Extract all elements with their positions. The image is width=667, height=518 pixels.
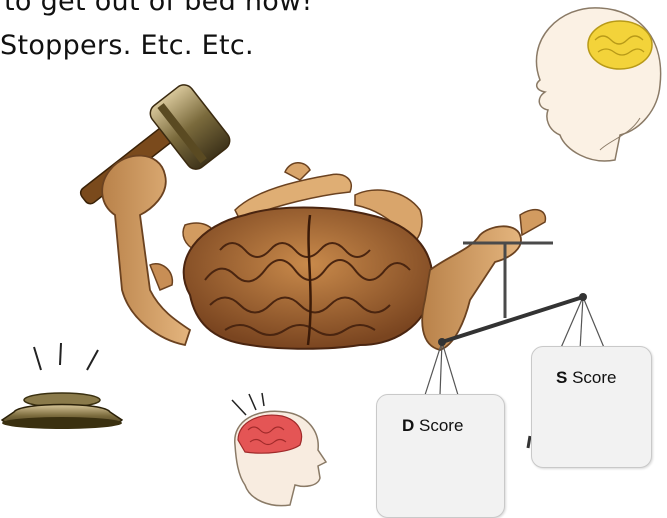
s-score-box [531,346,652,468]
s-score-label: S Score [556,368,617,388]
head-profile-yellow-brain-icon [536,8,660,161]
buzzer-bell-icon [2,343,122,429]
d-score-box [376,394,505,518]
brain-icon [184,208,433,349]
d-score-label: D Score [402,416,463,436]
head-red-brain-icon [232,393,326,506]
scale-hook-icon [528,436,530,448]
